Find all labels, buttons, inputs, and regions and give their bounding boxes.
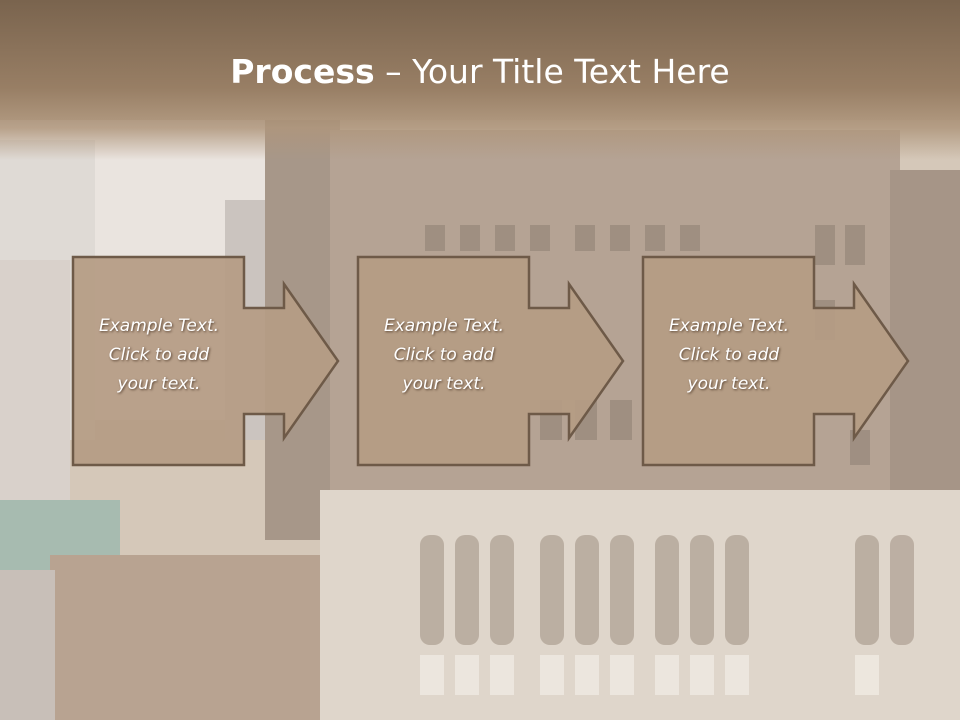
process-step-3[interactable]: Example Text. Click to add your text. (641, 255, 918, 467)
step-3-text[interactable]: Example Text. Click to add your text. (668, 316, 790, 394)
title-rest-text: – Your Title Text Here (374, 52, 730, 91)
slide-title[interactable]: Process – Your Title Text Here (0, 52, 960, 91)
arrow-callout-shape (641, 255, 910, 467)
process-step-2[interactable]: Example Text. Click to add your text. (356, 255, 633, 467)
step-2-text[interactable]: Example Text. Click to add your text. (383, 316, 505, 394)
process-step-1[interactable]: Example Text. Click to add your text. (71, 255, 348, 467)
title-bold-text: Process (230, 52, 375, 91)
step-1-text[interactable]: Example Text. Click to add your text. (98, 316, 220, 394)
arrow-callout-shape (71, 255, 340, 467)
arrow-callout-shape (356, 255, 625, 467)
title-band (0, 0, 960, 160)
